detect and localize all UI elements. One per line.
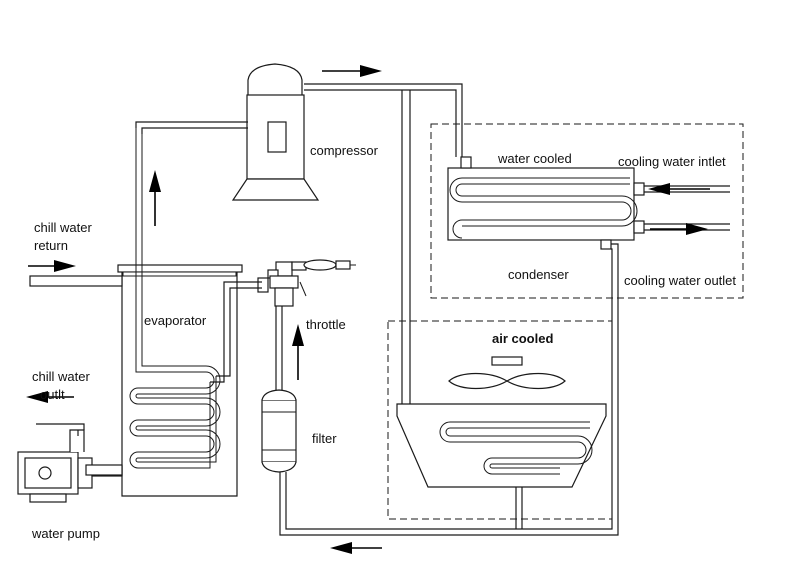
label-evaporator: evaporator <box>144 313 207 328</box>
evaporator-tank <box>117 264 243 497</box>
label-chill-water-return-line1: chill water <box>34 220 92 235</box>
label-water-cooled: water cooled <box>497 151 572 166</box>
label-filter: filter <box>312 431 337 446</box>
label-throttle: throttle <box>306 317 346 332</box>
label-chill-water-return-line2: return <box>34 238 68 253</box>
air-cooled-coil-tray <box>396 403 607 488</box>
condenser-water-cooled-box <box>430 123 744 299</box>
throttle-valve <box>257 259 356 307</box>
label-water-pump: water pump <box>31 526 100 541</box>
label-cooling-water-inlet: cooling water intlet <box>618 154 726 169</box>
label-chill-water-outlet-line2: outlt <box>40 387 65 402</box>
arrow-left-chill-water-outlet <box>26 391 74 403</box>
arrow-left-cooling-water-inlet <box>648 183 710 195</box>
fan <box>448 356 566 390</box>
refrigerant-pipes <box>135 83 619 536</box>
label-cooling-water-outlet: cooling water outlet <box>624 273 736 288</box>
arrow-right-cooling-water-outlet <box>650 223 708 235</box>
label-condenser: condenser <box>508 267 569 282</box>
arrow-right-chill-water-return <box>28 260 76 272</box>
arrow-up-compressor-suction <box>149 170 161 226</box>
label-compressor: compressor <box>310 143 379 158</box>
label-chill-water-outlet-line1: chill water <box>32 369 90 384</box>
arrow-left-bottom <box>330 542 382 554</box>
arrow-right-top <box>322 65 382 77</box>
water-pump <box>17 429 123 503</box>
water-cooled-condenser-coil <box>447 156 645 250</box>
label-air-cooled: air cooled <box>492 331 553 346</box>
evaporator-coil <box>129 128 221 469</box>
filter-drier <box>261 389 297 473</box>
compressor <box>231 63 320 201</box>
arrow-up-throttle <box>292 324 304 380</box>
